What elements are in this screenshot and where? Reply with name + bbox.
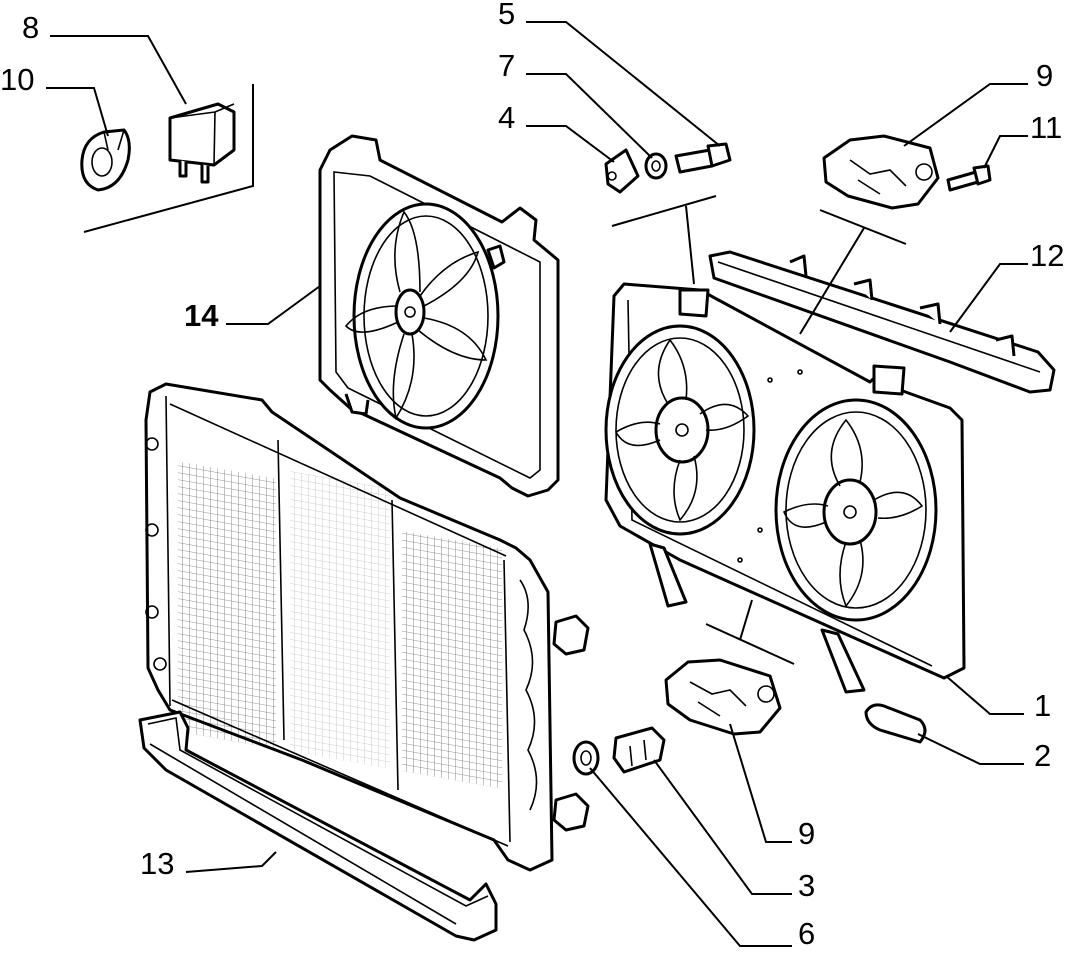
- callout-3: 3: [798, 868, 815, 903]
- radiator: [144, 382, 590, 872]
- callout-9-top: 9: [1036, 58, 1053, 93]
- leader-lines: [46, 21, 1028, 947]
- lower-seal: [138, 710, 498, 942]
- callout-7: 7: [498, 48, 515, 83]
- callout-5: 5: [498, 0, 515, 31]
- bolt-part-5: [674, 142, 732, 174]
- single-fan-shroud: [318, 134, 560, 498]
- screw-part-11: [946, 164, 992, 192]
- callout-1: 1: [1034, 688, 1051, 723]
- group-bracket-top: [611, 195, 717, 285]
- group-bracket-right: [799, 209, 907, 335]
- group-bracket-bottom: [705, 599, 795, 665]
- thermo-switch-part-3: [612, 726, 666, 774]
- callout-12: 12: [1030, 238, 1064, 273]
- seal-ring-part-6: [572, 740, 600, 776]
- resistor-lower: [664, 658, 782, 736]
- clip-part: [80, 128, 131, 192]
- callout-10: 10: [0, 62, 34, 97]
- resistor-upper: [822, 134, 940, 210]
- callout-11: 11: [1030, 110, 1062, 145]
- callout-14: 14: [184, 298, 219, 333]
- callout-9-bottom: 9: [798, 816, 815, 851]
- callout-8: 8: [22, 10, 39, 45]
- grommet-part-2: [864, 703, 927, 744]
- washer-part-7: [644, 152, 668, 180]
- callout-6: 6: [798, 916, 815, 950]
- callout-2: 2: [1034, 738, 1051, 773]
- twin-fan-shroud: [604, 282, 966, 694]
- divider-line: [83, 84, 254, 233]
- callout-4: 4: [498, 100, 515, 135]
- nut-part-4: [604, 148, 640, 194]
- relay-part: [168, 102, 236, 184]
- wiring-bracket: [708, 250, 1056, 394]
- callout-13: 13: [140, 846, 174, 881]
